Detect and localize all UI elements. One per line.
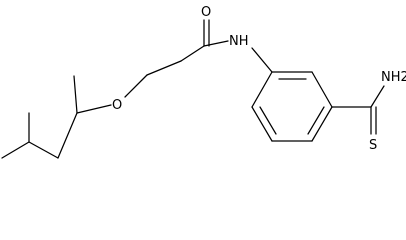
atom-label-carbonyl-oxygen: O — [201, 5, 211, 20]
atom-label-ether-oxygen: O — [112, 98, 122, 113]
ring-bond-5 — [251, 106, 273, 142]
bond-c5-oether — [76, 104, 112, 114]
bond-c1-c2 — [1, 141, 30, 159]
ring-inner-2 — [307, 106, 325, 135]
ring-bond-3 — [311, 106, 333, 142]
bond-c4-c5 — [57, 112, 78, 159]
ring-inner-3 — [259, 106, 277, 135]
atom-label-amide-nh: NH — [229, 34, 249, 49]
ring-bond-2 — [311, 71, 333, 108]
ring-bond-6 — [251, 71, 273, 108]
atom-label-sulfur: S — [369, 138, 377, 153]
atom-label-thioamide-nh2: NH2 — [381, 70, 406, 85]
bond-oether-c7 — [124, 74, 148, 98]
bond-c5-c6 — [73, 75, 78, 114]
bond-c9-nh — [203, 40, 229, 47]
bond-c8-c9 — [180, 45, 205, 62]
chemical-structure: O NH O NH2 S — [1, 5, 406, 159]
bond-c2-c4 — [28, 141, 59, 159]
bond-thioamide-nh2 — [370, 85, 385, 108]
bond-c7-c8 — [146, 60, 182, 76]
bond-nh-ring — [251, 47, 273, 73]
